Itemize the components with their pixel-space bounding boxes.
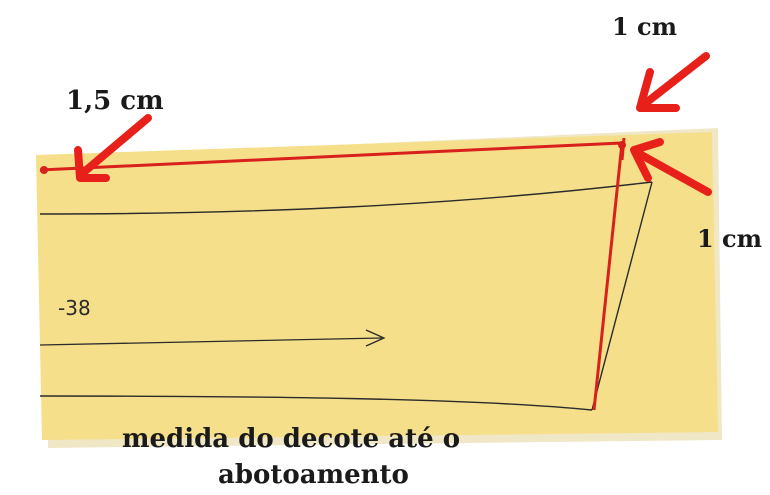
red-vertical-line (592, 142, 624, 411)
arrow-pointer-icon (74, 114, 152, 182)
red-corner-dot-left (40, 166, 48, 174)
paper-sheet (36, 132, 718, 440)
top-measure-label: 1 cm (612, 12, 678, 41)
caption-line-2: abotoamento (218, 460, 409, 490)
right-measure-label: 1 cm (697, 224, 763, 253)
caption-line-1: medida do decote até o (122, 424, 461, 454)
grain-line (39, 337, 383, 346)
red-top-line (39, 141, 623, 172)
grain-arrowhead (365, 329, 386, 347)
pattern-size-label: -38 (58, 296, 91, 320)
pattern-line-lower (39, 395, 593, 411)
pattern-line-shoulder (591, 181, 653, 411)
left-measure-label: 1,5 cm (66, 86, 164, 116)
arrow-pointer-icon (636, 52, 710, 112)
arrow-pointer-icon (630, 138, 712, 196)
red-tick-vertical (620, 137, 626, 161)
pattern-line-upper (39, 181, 653, 215)
